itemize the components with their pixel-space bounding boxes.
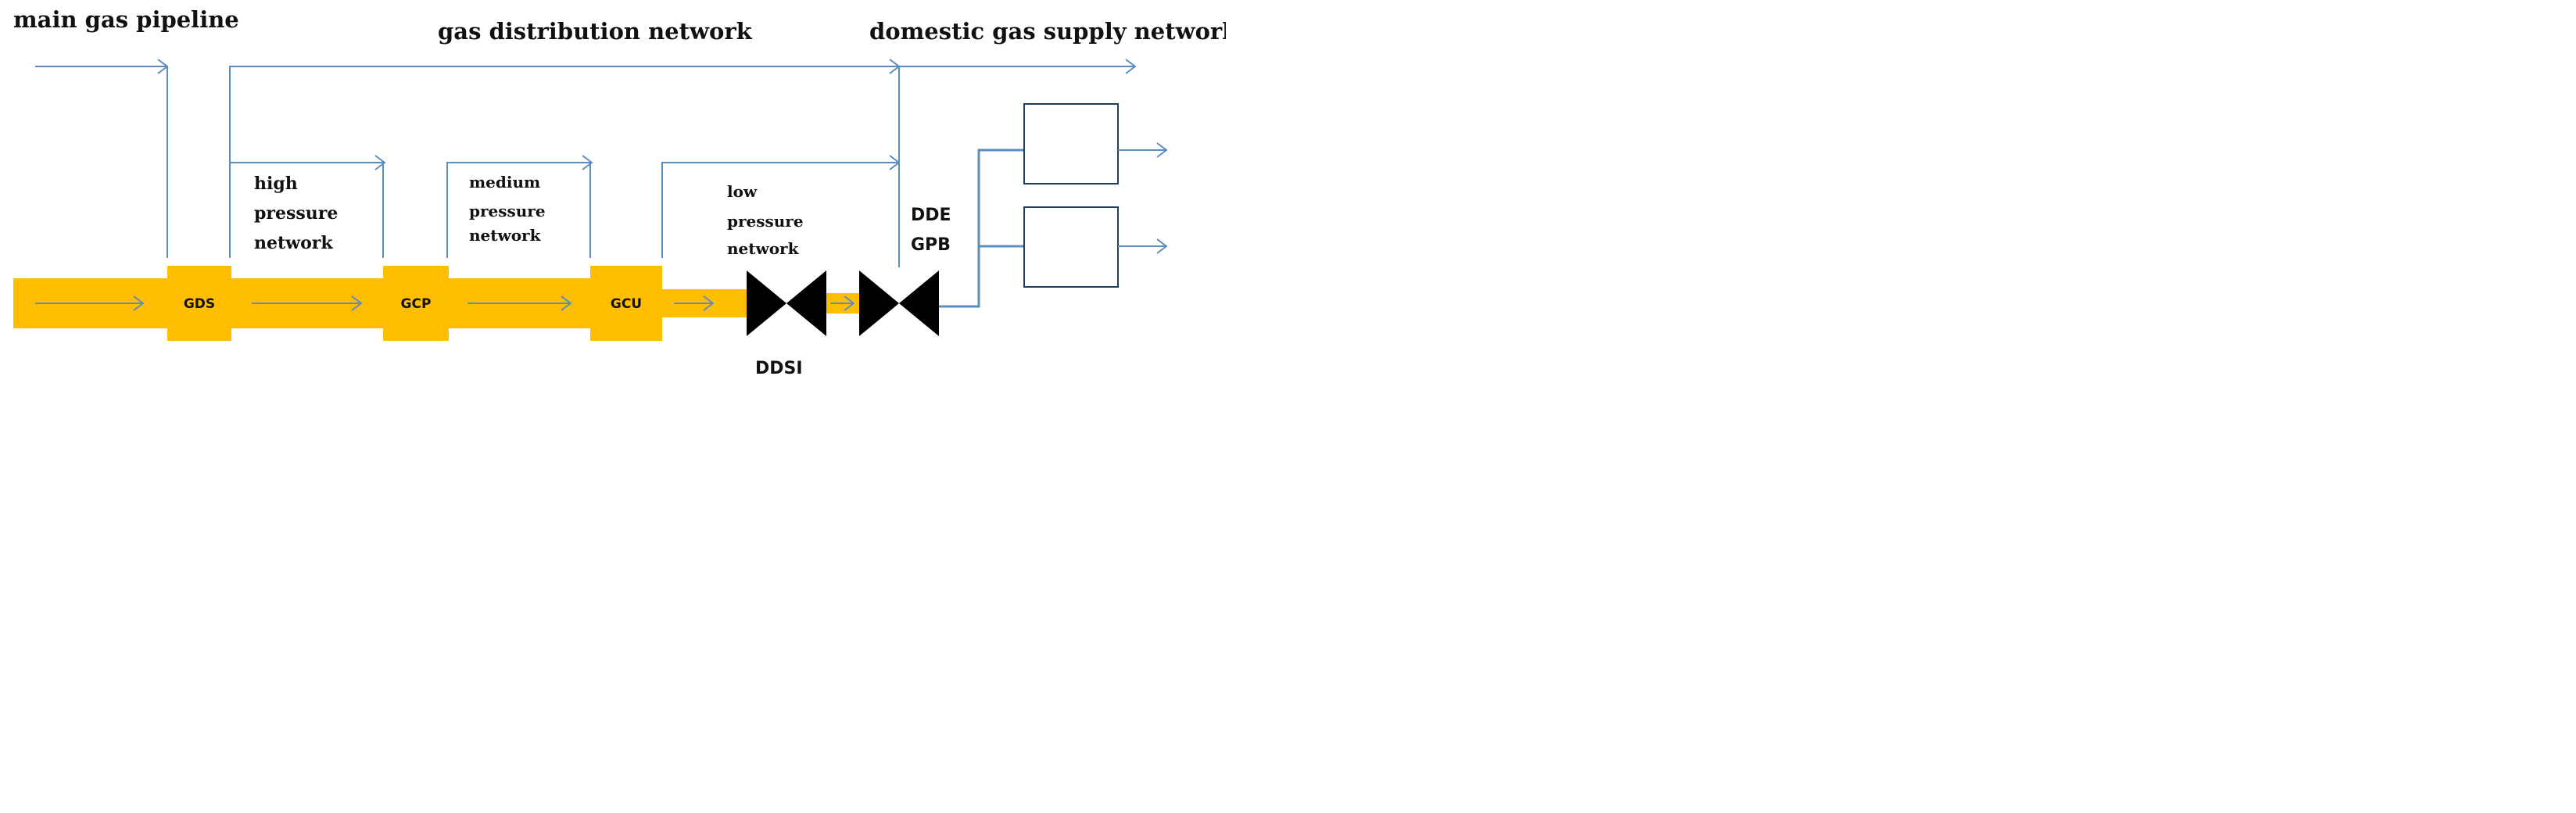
dde-label: DDE [911,206,951,225]
medium-pressure-line-2: pressure [469,202,546,220]
gcp-label: GCP [401,296,432,312]
outlet-line [939,149,1024,308]
valve-1-left [747,270,786,336]
gpb-label: GPB [911,235,951,255]
valve-2-left [859,270,899,336]
gas-supply-diagram: main gas pipeline gas distribution netwo… [13,6,1226,378]
medium-pressure-line-1: medium [469,173,540,192]
low-pressure-network-label: low pressure network [727,182,804,258]
valve-icon [859,270,939,336]
low-pressure-line-1: low [727,182,758,201]
low-pressure-line-2: pressure [727,212,804,231]
high-pressure-line-2: pressure [254,203,338,224]
valve-1-right [786,270,826,336]
gcu-label: GCU [611,296,642,312]
outlet-lines [939,149,1024,308]
gds-station-block [167,266,231,341]
gds-label: GDS [184,296,215,312]
dde-gpb-label: DDE GPB [911,206,951,255]
low-pressure-line-3: network [727,239,800,258]
gcu-station-block [590,266,662,341]
main-gas-pipeline-line [35,66,168,258]
consumer-box-1 [1023,103,1119,184]
medium-pressure-line [446,163,592,258]
ddsi-label: DDSI [755,359,803,378]
domestic-gas-supply-network-label: domestic gas supply network [869,18,1226,45]
high-pressure-network-label: high pressure network [254,174,338,253]
medium-pressure-network-label: medium pressure network [469,173,546,245]
main-gas-pipeline-label: main gas pipeline [13,6,239,33]
gas-distribution-network-label: gas distribution network [438,18,753,45]
consumer-box-2 [1023,206,1119,288]
gas-distribution-line [229,66,899,258]
low-pressure-line [661,163,899,258]
gcp-station-block [383,266,449,341]
medium-pressure-line-3: network [469,226,542,245]
high-pressure-line-1: high [254,174,298,194]
valve-icon [747,270,826,336]
network-lines [35,66,1135,267]
valve-2-right [899,270,939,336]
high-pressure-line-3: network [254,233,333,253]
